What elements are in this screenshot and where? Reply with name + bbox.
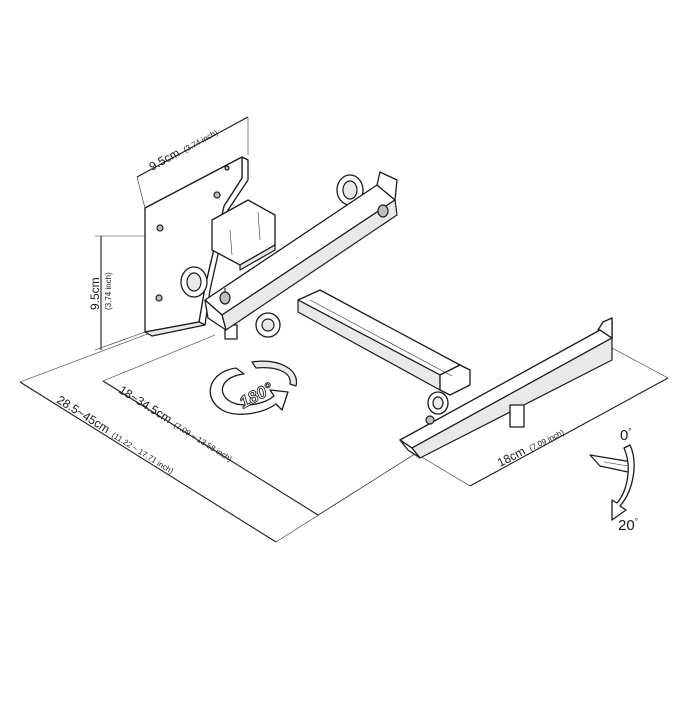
dim-plate-width — [136, 116, 249, 209]
tilt-max-value: 20 — [618, 517, 635, 534]
label-tray-length: 18cm (7.09 inch) — [495, 424, 566, 470]
tray-length-imperial: (7.09 inch) — [528, 428, 566, 453]
tilt-max-unit: ° — [635, 517, 638, 526]
label-plate-width: 9.5cm (3.74 inch) — [147, 124, 220, 174]
plate-height-value: 9.5cm — [88, 277, 102, 310]
tilt-min-label: 0° — [620, 427, 632, 444]
extension-arm-value: 18~34.5cm — [116, 383, 174, 427]
plate-width-value: 9.5cm — [147, 146, 182, 174]
tilt-arrow-icon — [589, 444, 635, 521]
upper-tray — [204, 171, 398, 331]
tilt-max-label: 20° — [618, 517, 638, 534]
tilt-min-value: 0 — [620, 427, 628, 444]
knob-top — [336, 174, 364, 206]
total-reach-imperial: (11.22 ~ 17.71 inch) — [110, 431, 175, 476]
lower-tray — [399, 317, 613, 459]
dim-tray-length — [419, 347, 669, 487]
knob-left — [180, 266, 208, 298]
plate-width-imperial: (3.74 inch) — [182, 128, 220, 154]
hinge-block — [211, 199, 276, 271]
tilt-min-unit: ° — [628, 427, 631, 436]
extension-arm-imperial: (7.09 ~ 13.58 inch) — [172, 421, 234, 464]
dim-extension-arm — [102, 334, 419, 516]
plate-height-imperial: (3.74 inch) — [104, 272, 113, 310]
telescopic-arm — [297, 289, 471, 396]
wall-plate — [144, 156, 249, 337]
knob-arm — [427, 391, 449, 415]
svg-text:9.5cm (3.74 inch): 9.5cm (3.74 inch) — [147, 124, 220, 173]
svg-text:18cm (7.09 inch): 18cm (7.09 inch) — [495, 424, 566, 470]
tray-length-value: 18cm — [495, 444, 528, 470]
rotate-180-icon: 180° — [209, 360, 298, 415]
label-plate-height: 9.5cm (3.74 inch) — [88, 272, 113, 310]
dim-plate-height — [94, 235, 146, 351]
dim-total-reach — [19, 332, 419, 543]
knob-bottom — [224, 312, 281, 340]
total-reach-value: 28.5~45cm — [54, 393, 112, 437]
